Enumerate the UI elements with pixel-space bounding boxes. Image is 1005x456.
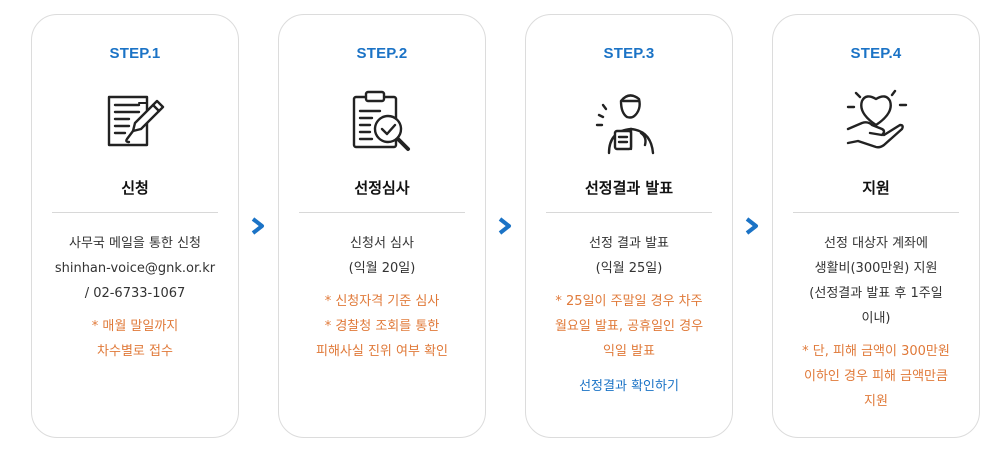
step-title: 지원: [862, 179, 890, 197]
desc-line: 생활비(300만원) 지원: [814, 261, 938, 276]
step-title: 신청: [121, 179, 149, 197]
desc-line: (선정결과 발표 후 1주일: [809, 286, 943, 301]
desc-line: 선정 대상자 계좌에: [824, 236, 928, 251]
check-results-link[interactable]: 선정결과 확인하기: [579, 379, 679, 394]
chevron-right-icon: [498, 217, 512, 235]
note-line: 피해사실 진위 여부 확인: [316, 344, 448, 359]
step-card-1: STEP.1 신청 사무국 메일을 통한 신청 shinhan-voice@gn…: [31, 14, 239, 438]
chevron-right-icon: [745, 217, 759, 235]
note-line: * 신청자격 기준 심사: [324, 294, 440, 309]
note-line: * 경찰청 조회를 통한: [324, 319, 440, 334]
desc-line: (익월 25일): [595, 261, 663, 276]
step-notes: * 단, 피해 금액이 300만원 이하인 경우 피해 금액만큼 지원: [785, 339, 967, 414]
divider: [299, 212, 465, 213]
person-announcement-icon: [593, 85, 665, 157]
step-card-3: STEP.3 선정결과 발표 선정 결과 발표 (익월 25일) * 25일이 …: [525, 14, 733, 438]
step-title: 선정결과 발표: [584, 179, 674, 197]
email-text: shinhan-voice@gnk.or.kr: [54, 261, 216, 276]
step-title: 선정심사: [354, 179, 410, 197]
step-body: 선정 결과 발표 (익월 25일) * 25일이 주말일 경우 차주 월요일 발…: [538, 231, 720, 399]
phone-text: / 02-6733-1067: [84, 286, 186, 301]
step-notes: * 신청자격 기준 심사 * 경찰청 조회를 통한 피해사실 진위 여부 확인: [291, 289, 473, 364]
desc-line: 신청서 심사: [350, 236, 414, 251]
note-line: 차수별로 접수: [97, 344, 173, 359]
document-pen-icon: [99, 85, 171, 157]
note-line: 이하인 경우 피해 금액만큼: [804, 369, 948, 384]
divider: [793, 212, 959, 213]
note-line: * 단, 피해 금액이 300만원: [802, 344, 950, 359]
step-notes: * 매월 말일까지 차수별로 접수: [44, 314, 226, 364]
heart-hand-icon: [840, 85, 912, 157]
step-card-2: STEP.2 선정심사 신청서 심사 (익월 20일) * 신청자격 기준 심사…: [278, 14, 486, 438]
desc-line: 선정 결과 발표: [588, 236, 670, 251]
desc-line: 사무국 메일을 통한 신청: [69, 236, 201, 251]
clipboard-check-icon: [346, 85, 418, 157]
divider: [52, 212, 218, 213]
step-label: STEP.2: [356, 45, 408, 62]
step-label: STEP.4: [850, 45, 902, 62]
step-body: 선정 대상자 계좌에 생활비(300만원) 지원 (선정결과 발표 후 1주일 …: [785, 231, 967, 414]
note-line: 지원: [864, 394, 888, 409]
step-notes: * 25일이 주말일 경우 차주 월요일 발표, 공휴일인 경우 익일 발표: [538, 289, 720, 364]
step-label: STEP.3: [603, 45, 655, 62]
divider: [546, 212, 712, 213]
note-line: * 매월 말일까지: [91, 319, 179, 334]
step-body: 사무국 메일을 통한 신청 shinhan-voice@gnk.or.kr / …: [44, 231, 226, 364]
note-line: * 25일이 주말일 경우 차주: [555, 294, 703, 309]
desc-line: 이내): [861, 311, 891, 326]
step-label: STEP.1: [109, 45, 161, 62]
desc-line: (익월 20일): [348, 261, 416, 276]
step-card-4: STEP.4 지원 선정 대상자 계좌에 생활비(300만원) 지원 (선정결과…: [772, 14, 980, 438]
note-line: 월요일 발표, 공휴일인 경우: [554, 319, 704, 334]
step-body: 신청서 심사 (익월 20일) * 신청자격 기준 심사 * 경찰청 조회를 통…: [291, 231, 473, 364]
chevron-right-icon: [251, 217, 265, 235]
note-line: 익일 발표: [603, 344, 655, 359]
